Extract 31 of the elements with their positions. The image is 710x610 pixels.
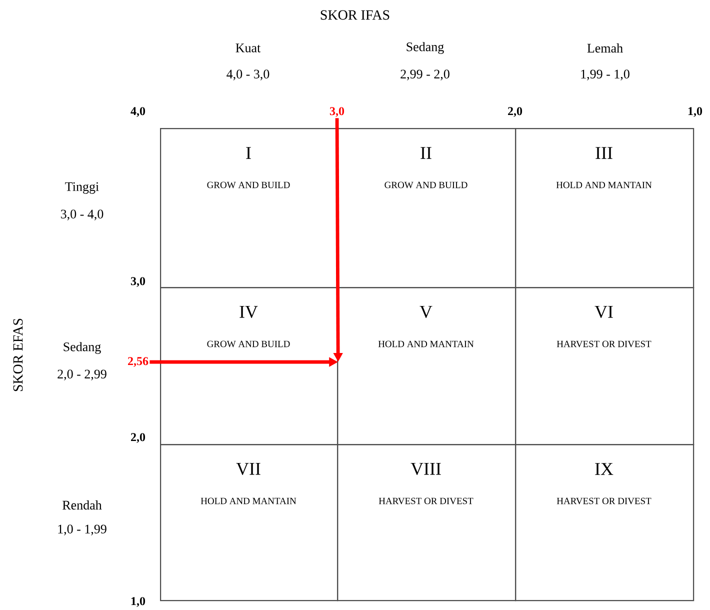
matrix-cell: III HOLD AND MANTAIN [515, 128, 694, 288]
tick-label: 2,0 [508, 107, 522, 117]
matrix-cell: VI HARVEST OR DIVEST [515, 287, 694, 446]
value-label: 3,0 [330, 107, 344, 117]
category-label: Kuat [236, 44, 261, 52]
matrix-cell: VIII HARVEST OR DIVEST [337, 444, 516, 602]
matrix-cell: V HOLD AND MANTAIN [337, 287, 516, 446]
axis-title: SKOR IFAS [320, 10, 390, 20]
category-label: Tinggi [65, 182, 99, 194]
category-label: 1,99 - 1,0 [581, 70, 630, 80]
category-label: Sedang [406, 42, 444, 54]
category-label: Sedang [64, 342, 101, 354]
matrix-cell: II GROW AND BUILD [337, 128, 516, 288]
category-label: Rendah [62, 500, 102, 510]
category-label: 3,0 - 4,0 [60, 210, 104, 220]
category-label: Lemah [587, 43, 623, 53]
category-label: 2,99 - 2,0 [400, 70, 450, 80]
tick-label: 1,0 [688, 107, 702, 117]
category-label: 4,0 - 3,0 [226, 70, 270, 80]
matrix-cell: I GROW AND BUILD [160, 128, 338, 288]
value-label: 2,56 [128, 357, 148, 367]
tick-label: 4,0 [130, 107, 146, 117]
matrix-cell: IV GROW AND BUILD [160, 287, 338, 446]
category-label: 1,0 - 1,99 [58, 524, 106, 536]
axis-title: SKOR EFAS [13, 318, 23, 392]
matrix-cell: IX HARVEST OR DIVEST [515, 444, 694, 602]
matrix-cell: VII HOLD AND MANTAIN [160, 444, 338, 602]
tick-label: 3,0 [130, 277, 146, 287]
category-label: 2,0 - 2,99 [58, 370, 106, 380]
tick-label: 2,0 [131, 433, 146, 443]
tick-label: 1,0 [131, 597, 146, 607]
